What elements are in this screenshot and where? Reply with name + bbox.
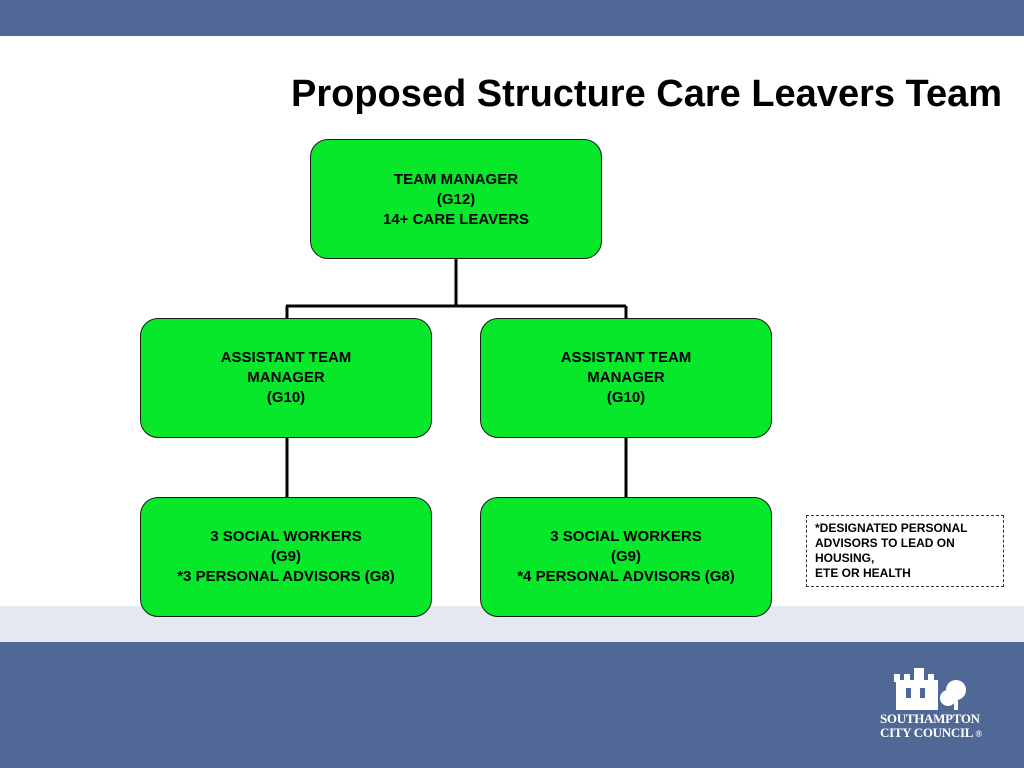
top-band xyxy=(0,0,1024,36)
logo-line-1: SOUTHAMPTON xyxy=(880,711,980,726)
logo-line-2: CITY COUNCIL ® xyxy=(880,726,984,741)
social-workers-right-box: 3 SOCIAL WORKERS (G9) *4 PERSONAL ADVISO… xyxy=(480,497,772,617)
social-workers-left-box: 3 SOCIAL WORKERS (G9) *3 PERSONAL ADVISO… xyxy=(140,497,432,617)
assistant-team-manager-left-box: ASSISTANT TEAM MANAGER (G10) xyxy=(140,318,432,438)
page-title: Proposed Structure Care Leavers Team xyxy=(290,73,1002,115)
box-line: (G12) xyxy=(436,191,476,208)
box-line: TEAM MANAGER xyxy=(393,171,519,188)
box-line: 3 SOCIAL WORKERS xyxy=(210,528,362,545)
logo-line-2-text: CITY COUNCIL xyxy=(880,725,973,740)
box-line: (G9) xyxy=(271,548,301,565)
box-line: *3 PERSONAL ADVISORS (G8) xyxy=(177,568,395,585)
box-line: ASSISTANT TEAM xyxy=(560,349,692,366)
assistant-team-manager-right-box: ASSISTANT TEAM MANAGER (G10) xyxy=(480,318,772,438)
note-box: *DESIGNATED PERSONAL ADVISORS TO LEAD ON… xyxy=(806,515,1004,587)
footer-band xyxy=(0,642,1024,768)
box-line: 3 SOCIAL WORKERS xyxy=(550,528,702,545)
registered-mark: ® xyxy=(975,729,982,739)
box-line: MANAGER xyxy=(587,369,665,386)
council-castle-logo-icon xyxy=(894,668,966,710)
box-line: (G9) xyxy=(611,548,641,565)
team-manager-box: TEAM MANAGER (G12) 14+ CARE LEAVERS xyxy=(310,139,602,259)
box-line: ASSISTANT TEAM xyxy=(220,349,352,366)
box-line: (G10) xyxy=(606,389,646,406)
box-line: *4 PERSONAL ADVISORS (G8) xyxy=(517,568,735,585)
box-line: 14+ CARE LEAVERS xyxy=(382,211,529,228)
box-line: MANAGER xyxy=(247,369,325,386)
box-line: (G10) xyxy=(266,389,306,406)
council-logo-text: SOUTHAMPTON CITY COUNCIL ® xyxy=(880,712,984,741)
